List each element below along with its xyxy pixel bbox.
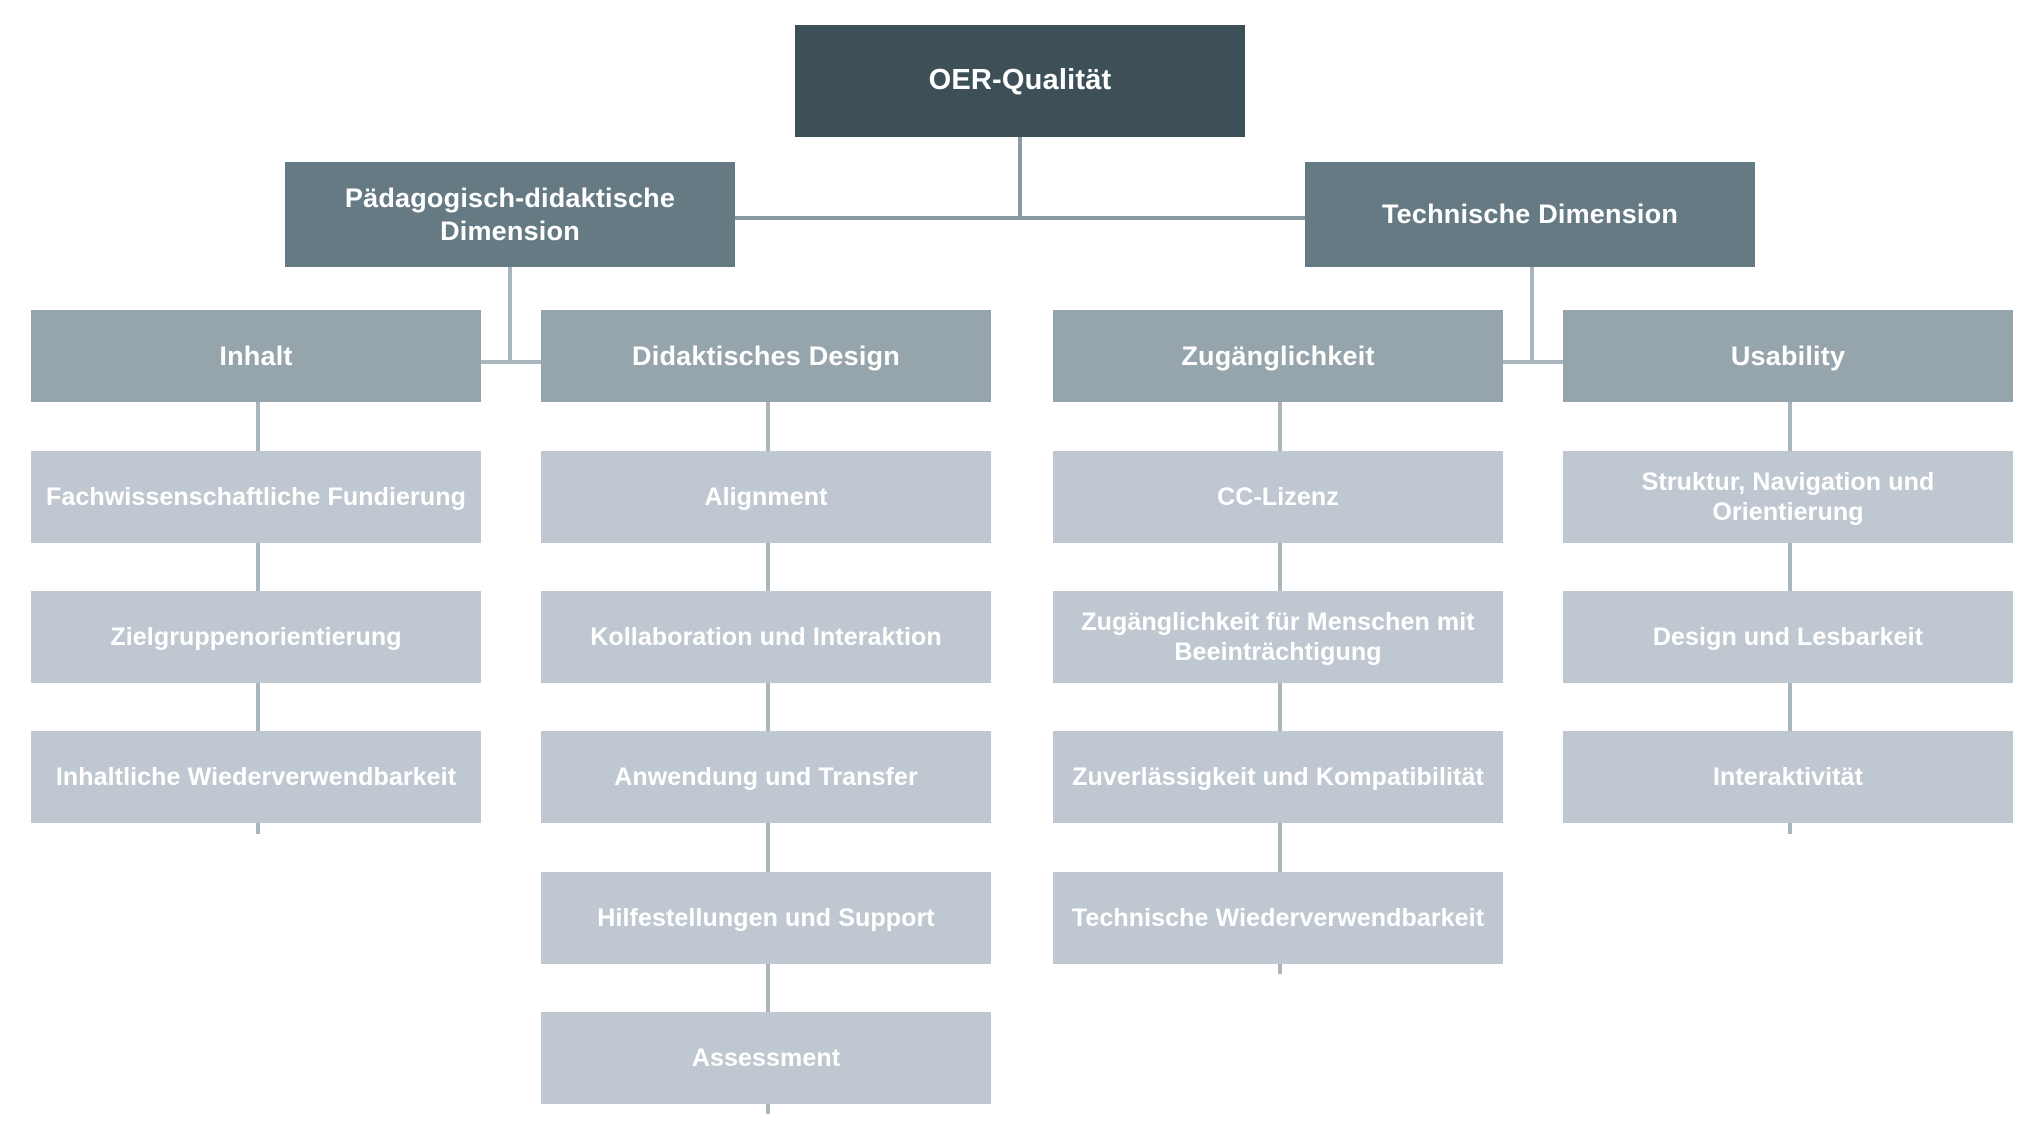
node-label: Technische Dimension (1381, 199, 1679, 230)
node-label: Zugänglichkeit für Menschen mit Beeinträ… (1081, 607, 1475, 667)
node-leaf-zugaenglichkeit-fuer-menschen-mit-beeintraechtigung[interactable]: Zugänglichkeit für Menschen mit Beeinträ… (1053, 591, 1503, 683)
node-label: Technische Wiederverwendbarkeit (1071, 903, 1485, 932)
node-leaf-design-und-lesbarkeit[interactable]: Design und Lesbarkeit (1563, 591, 2013, 683)
connector-dimension-spine (735, 216, 1305, 220)
node-label: Interaktivität (1712, 762, 1864, 791)
node-leaf-zielgruppenorientierung[interactable]: Zielgruppenorientierung (31, 591, 481, 683)
connector-left-dimension-stem (508, 267, 512, 362)
node-label: Zugänglichkeit (1181, 340, 1375, 371)
node-label: Design und Lesbarkeit (1652, 622, 1924, 651)
node-root-oer-qualitaet[interactable]: OER-Qualität (795, 25, 1245, 137)
node-label: Hilfestellungen und Support (597, 903, 935, 932)
node-leaf-kollaboration-und-interaktion[interactable]: Kollaboration und Interaktion (541, 591, 991, 683)
node-label: Zielgruppenorientierung (110, 622, 402, 651)
node-category-didaktisches-design[interactable]: Didaktisches Design (541, 310, 991, 402)
node-leaf-assessment[interactable]: Assessment (541, 1012, 991, 1104)
node-label: Struktur, Navigation und Orientierung (1641, 467, 1935, 527)
node-dimension-paedagogisch-didaktische[interactable]: Pädagogisch-didaktische Dimension (285, 162, 735, 267)
node-label: Inhalt (219, 340, 293, 371)
node-label: Kollaboration und Interaktion (590, 622, 942, 651)
node-label: Fachwissenschaftliche Fundierung (46, 482, 466, 511)
connector-column-zugaenglichkeit (1278, 402, 1282, 974)
node-label: CC-Lizenz (1217, 482, 1339, 511)
node-leaf-technische-wiederverwendbarkeit[interactable]: Technische Wiederverwendbarkeit (1053, 872, 1503, 964)
node-label: Pädagogisch-didaktische Dimension (344, 182, 676, 246)
node-label: Inhaltliche Wiederverwendbarkeit (55, 762, 457, 791)
node-label: Zuverlässigkeit und Kompatibilität (1072, 762, 1484, 791)
connector-root-stem (1018, 136, 1022, 218)
node-category-zugaenglichkeit[interactable]: Zugänglichkeit (1053, 310, 1503, 402)
node-leaf-fachwissenschaftliche-fundierung[interactable]: Fachwissenschaftliche Fundierung (31, 451, 481, 543)
node-leaf-interaktivitaet[interactable]: Interaktivität (1563, 731, 2013, 823)
node-leaf-zuverlaessigkeit-und-kompatibilitaet[interactable]: Zuverlässigkeit und Kompatibilität (1053, 731, 1503, 823)
node-category-inhalt[interactable]: Inhalt (31, 310, 481, 402)
node-label: Assessment (691, 1043, 841, 1072)
node-leaf-anwendung-und-transfer[interactable]: Anwendung und Transfer (541, 731, 991, 823)
node-leaf-inhaltliche-wiederverwendbarkeit[interactable]: Inhaltliche Wiederverwendbarkeit (31, 731, 481, 823)
connector-right-category-bar (1280, 360, 1790, 364)
node-leaf-hilfestellungen-und-support[interactable]: Hilfestellungen und Support (541, 872, 991, 964)
connector-right-dimension-stem (1530, 267, 1534, 362)
node-dimension-technische[interactable]: Technische Dimension (1305, 162, 1755, 267)
node-label: Anwendung und Transfer (614, 762, 918, 791)
node-label: Didaktisches Design (632, 340, 900, 371)
node-leaf-struktur-navigation-und-orientierung[interactable]: Struktur, Navigation und Orientierung (1563, 451, 2013, 543)
connector-left-category-bar (258, 360, 768, 364)
node-label: Alignment (704, 482, 828, 511)
node-label: OER-Qualität (928, 64, 1112, 97)
node-leaf-alignment[interactable]: Alignment (541, 451, 991, 543)
node-category-usability[interactable]: Usability (1563, 310, 2013, 402)
node-leaf-cc-lizenz[interactable]: CC-Lizenz (1053, 451, 1503, 543)
node-label: Usability (1730, 340, 1846, 371)
